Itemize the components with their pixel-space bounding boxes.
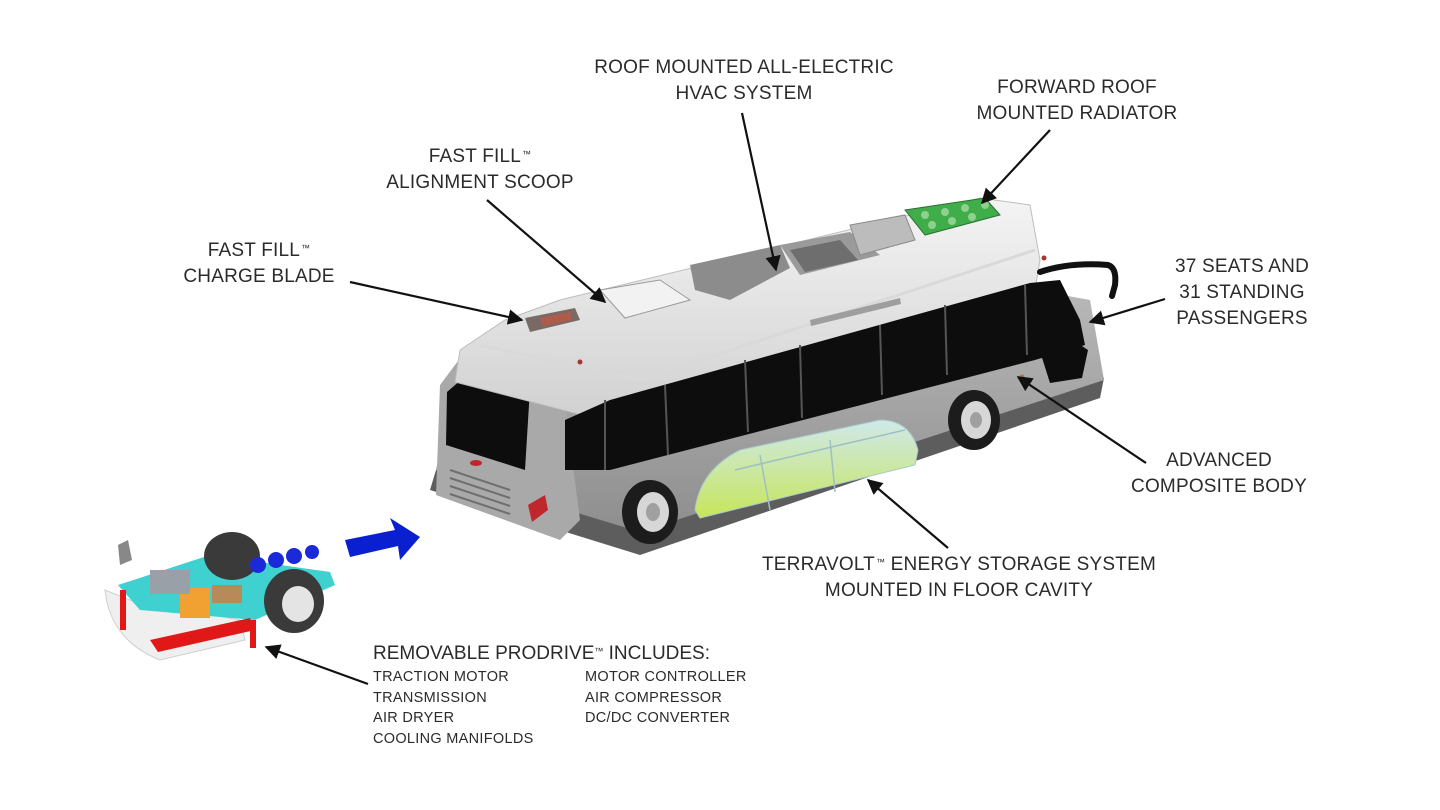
callout-body-line2: COMPOSITE BODY xyxy=(1131,476,1307,497)
prodrive-module-illustration xyxy=(104,532,335,661)
callout-seating-line2: 31 STANDING xyxy=(1179,282,1305,303)
prodrive-component-list: TRACTION MOTOR TRANSMISSION AIR DRYER CO… xyxy=(373,667,747,749)
front-wheel xyxy=(948,390,1000,450)
list-item: MOTOR CONTROLLER xyxy=(585,669,747,685)
prodrive-column-1: TRACTION MOTOR TRANSMISSION AIR DRYER CO… xyxy=(373,667,585,749)
trademark-mark: ™ xyxy=(522,149,532,159)
callout-seating-line1: 37 SEATS AND xyxy=(1174,256,1310,277)
trademark-mark: ™ xyxy=(594,646,604,656)
callout-hvac-line1: ROOF MOUNTED ALL-ELECTRIC xyxy=(594,57,894,78)
callout-seating: 37 SEATS AND 31 STANDING PASSENGERS xyxy=(1158,254,1326,332)
rear-wheel xyxy=(622,480,678,544)
callout-radiator-line1: FORWARD ROOF xyxy=(997,77,1157,98)
trademark-mark: ™ xyxy=(875,557,886,567)
callout-energy-line2: MOUNTED IN FLOOR CAVITY xyxy=(824,580,1094,601)
prodrive-title-brand: REMOVABLE PRODRIVE xyxy=(373,643,595,664)
list-item: AIR COMPRESSOR xyxy=(585,689,723,706)
callout-hvac-line2: HVAC SYSTEM xyxy=(675,83,813,104)
list-item: DC/DC CONVERTER xyxy=(585,710,731,726)
direction-arrow-icon xyxy=(345,518,420,560)
callout-seating-line3: PASSENGERS xyxy=(1176,308,1308,329)
callout-body-line1: ADVANCED xyxy=(1166,450,1272,471)
callout-energy-storage: TERRAVOLT™ ENERGY STORAGE SYSTEM MOUNTED… xyxy=(728,552,1190,604)
list-item: TRANSMISSION xyxy=(373,689,487,706)
list-item: TRACTION MOTOR xyxy=(373,669,510,685)
callout-alignment-scoop: FAST FILL™ ALIGNMENT SCOOP xyxy=(366,144,594,196)
bus-illustration xyxy=(430,197,1119,555)
callout-hvac: ROOF MOUNTED ALL-ELECTRIC HVAC SYSTEM xyxy=(566,55,922,107)
callout-blade-line1: FAST FILL xyxy=(207,240,301,261)
callout-energy-brand: TERRAVOLT xyxy=(761,554,875,575)
callout-energy-line1: ENERGY STORAGE SYSTEM xyxy=(885,554,1157,575)
callout-radiator-line2: MOUNTED RADIATOR xyxy=(976,103,1178,124)
callout-composite-body: ADVANCED COMPOSITE BODY xyxy=(1112,448,1326,500)
callout-charge-blade: FAST FILL™ CHARGE BLADE xyxy=(168,238,350,290)
callout-blade-line2: CHARGE BLADE xyxy=(183,266,335,287)
prodrive-column-2: MOTOR CONTROLLER AIR COMPRESSOR DC/DC CO… xyxy=(585,667,747,749)
callout-radiator: FORWARD ROOF MOUNTED RADIATOR xyxy=(956,75,1198,127)
prodrive-title-suffix: INCLUDES: xyxy=(603,643,711,664)
prodrive-title: REMOVABLE PRODRIVE™ INCLUDES: xyxy=(373,642,747,666)
prodrive-callout: REMOVABLE PRODRIVE™ INCLUDES: TRACTION M… xyxy=(373,642,747,749)
list-item: AIR DRYER xyxy=(373,710,455,726)
list-item: COOLING MANIFOLDS xyxy=(373,730,534,747)
callout-scoop-line2: ALIGNMENT SCOOP xyxy=(386,172,574,193)
trademark-mark: ™ xyxy=(301,243,311,253)
leader-lines xyxy=(264,112,1166,686)
callout-scoop-line1: FAST FILL xyxy=(428,146,522,167)
